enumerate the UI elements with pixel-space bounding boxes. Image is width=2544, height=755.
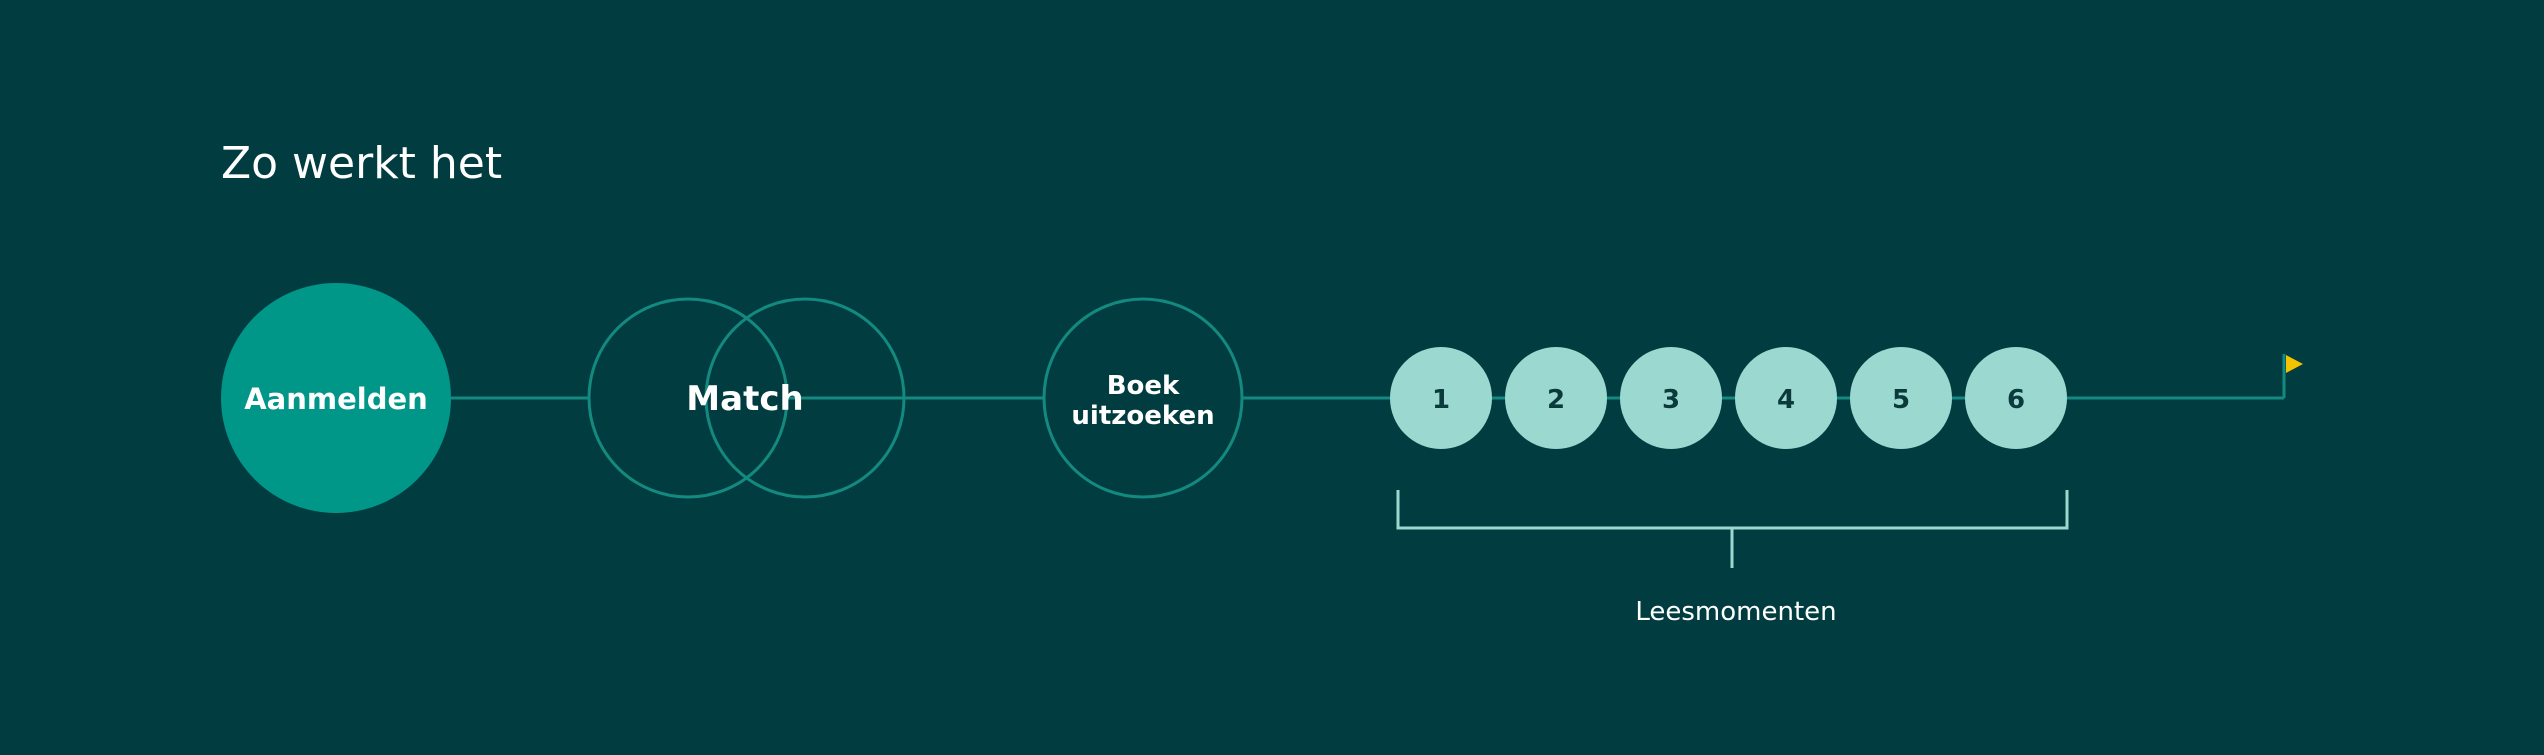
moment-circle: [1850, 347, 1952, 449]
moment-circle: [1620, 347, 1722, 449]
moment-number: 6: [2007, 385, 2025, 415]
moment-step: 3: [1620, 347, 1722, 449]
moments-bracket: [1396, 490, 2069, 568]
moment-circle: [1965, 347, 2067, 449]
step-aanmelden: Aanmelden: [221, 283, 451, 513]
moment-number: 1: [1432, 385, 1450, 415]
page-title: Zo werkt het: [221, 138, 502, 189]
reading-moments: 1 2 3 4 5 6: [1390, 347, 2067, 449]
flag-pennant: [2286, 355, 2303, 373]
match-label: Match: [686, 379, 803, 419]
boek-label-line2: uitzoeken: [1071, 401, 1214, 431]
boek-label-line1: Boek: [1107, 371, 1180, 401]
step-boek-uitzoeken: Boek uitzoeken: [1042, 297, 1244, 499]
moment-number: 4: [1777, 385, 1795, 415]
moment-circle: [1735, 347, 1837, 449]
match-circle-left: [587, 297, 789, 499]
moment-step: 2: [1505, 347, 1607, 449]
moment-step: 4: [1735, 347, 1837, 449]
flag-icon: [2282, 354, 2303, 398]
moment-number: 5: [1892, 385, 1910, 415]
moment-circle: [1505, 347, 1607, 449]
boek-circle: [1042, 297, 1244, 499]
moment-step: 1: [1390, 347, 1492, 449]
match-circle-right: [704, 297, 906, 499]
step-match: Match: [587, 297, 906, 499]
moment-number: 2: [1547, 385, 1565, 415]
aanmelden-label: Aanmelden: [244, 382, 428, 416]
moment-step: 5: [1850, 347, 1952, 449]
aanmelden-circle: [221, 283, 451, 513]
bracket-label: Leesmomenten: [1635, 597, 1836, 627]
moment-number: 3: [1662, 385, 1680, 415]
moment-step: 6: [1965, 347, 2067, 449]
bracket-outline: [1396, 490, 2069, 530]
moment-circle: [1390, 347, 1492, 449]
